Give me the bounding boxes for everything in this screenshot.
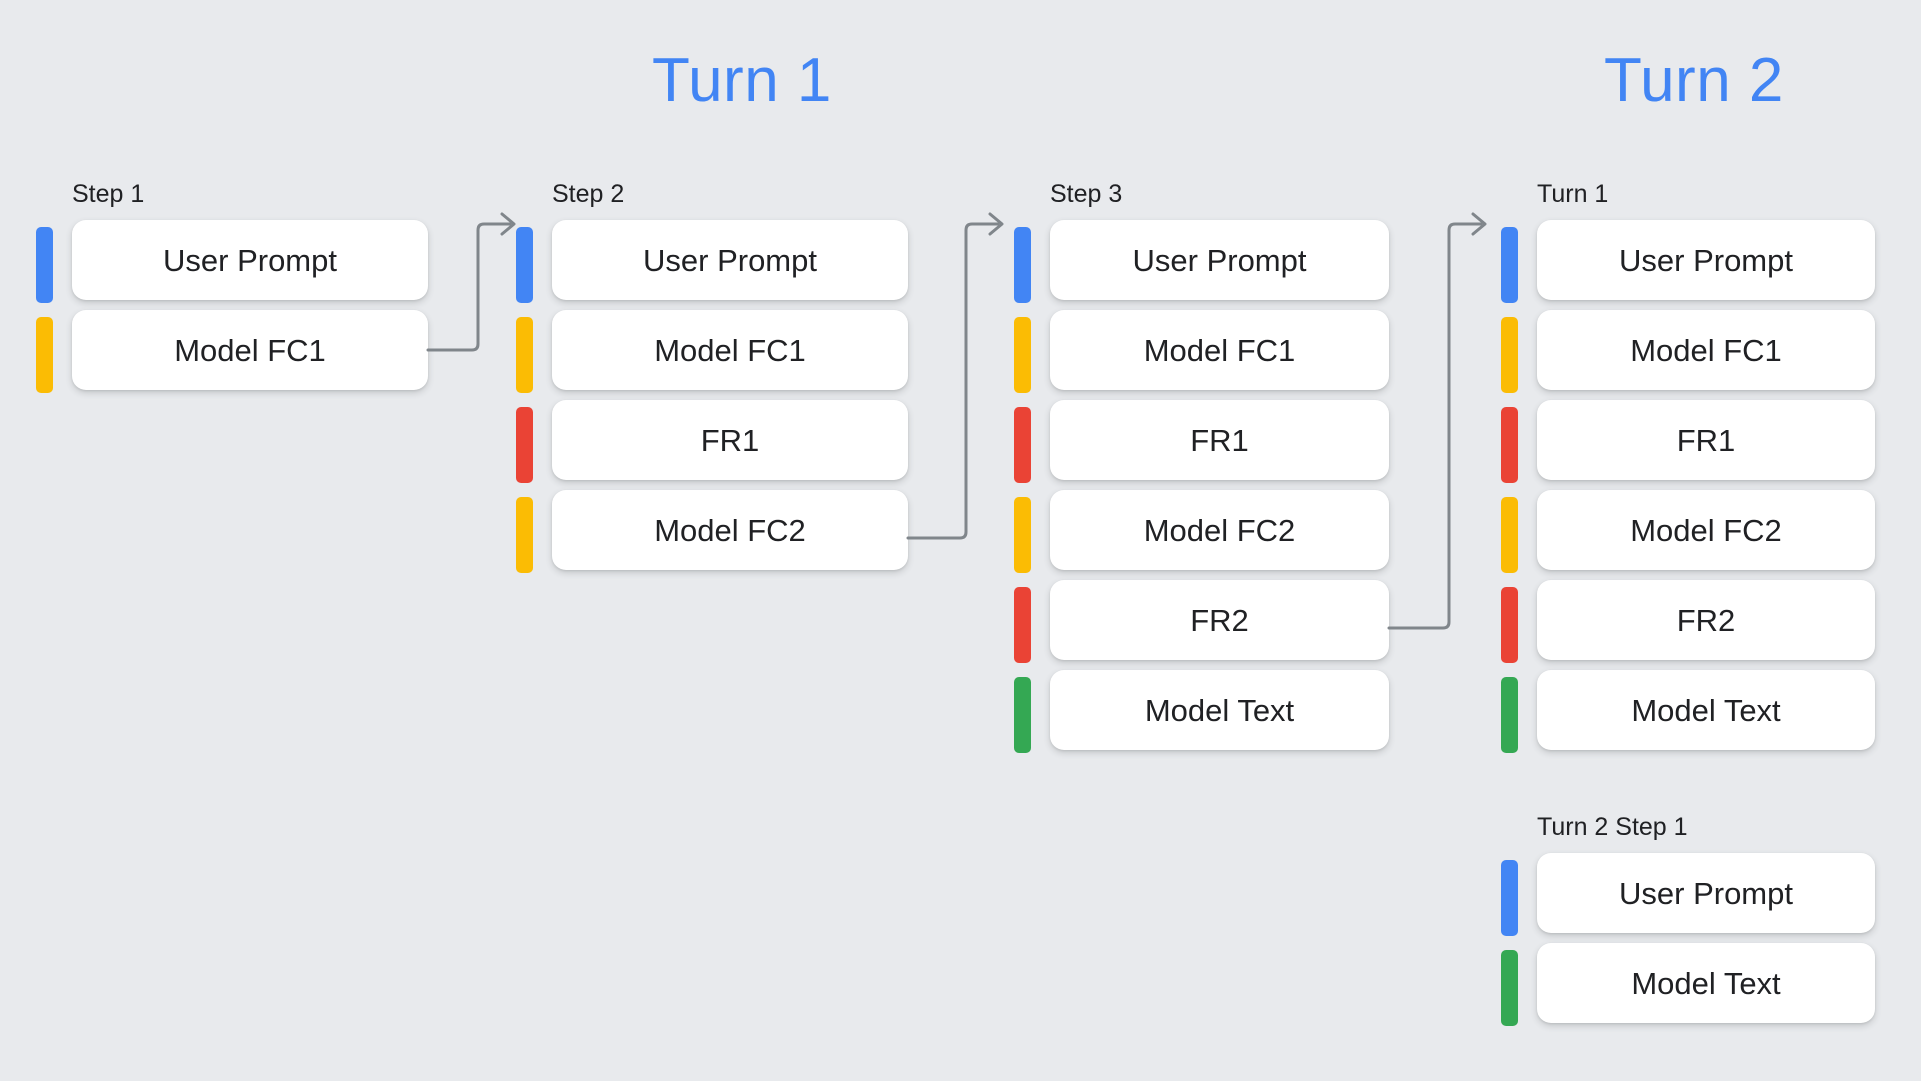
card-label: Model FC2 bbox=[1143, 512, 1296, 548]
card-user-prompt[interactable]: User Prompt bbox=[1537, 853, 1875, 933]
card-label: User Prompt bbox=[163, 242, 337, 278]
column-rows-step-3: User Prompt Model FC1 FR1 Model FC2 bbox=[1014, 220, 1389, 760]
card-model-fc1[interactable]: Model FC1 bbox=[1537, 310, 1875, 390]
column-label-step-1: Step 1 bbox=[72, 180, 145, 208]
list-item[interactable]: Model Text bbox=[1501, 670, 1875, 760]
column-rows-turn-2-step-1: User Prompt Model Text bbox=[1501, 853, 1875, 1033]
color-bar-function-response bbox=[1014, 587, 1031, 663]
card-label: FR1 bbox=[1190, 422, 1249, 458]
card-user-prompt[interactable]: User Prompt bbox=[72, 220, 428, 300]
card-fr1[interactable]: FR1 bbox=[552, 400, 908, 480]
column-label-turn-1-recap: Turn 1 bbox=[1537, 180, 1609, 208]
card-label: User Prompt bbox=[1619, 875, 1793, 911]
card-model-fc2[interactable]: Model FC2 bbox=[1050, 490, 1389, 570]
card-label: Model FC1 bbox=[174, 332, 326, 368]
list-item[interactable]: User Prompt bbox=[1501, 220, 1875, 310]
card-fr2[interactable]: FR2 bbox=[1050, 580, 1389, 660]
color-bar-user-prompt bbox=[36, 227, 53, 303]
color-bar-user-prompt bbox=[1501, 860, 1518, 936]
color-bar-model-fc bbox=[1014, 497, 1031, 573]
color-bar-user-prompt bbox=[1501, 227, 1518, 303]
list-item[interactable]: Model FC2 bbox=[1014, 490, 1389, 580]
color-bar-user-prompt bbox=[1014, 227, 1031, 303]
card-label: Model Text bbox=[1631, 692, 1781, 728]
card-label: User Prompt bbox=[643, 242, 817, 278]
color-bar-model-text bbox=[1501, 950, 1518, 1026]
column-label-turn-2-step-1: Turn 2 Step 1 bbox=[1537, 813, 1688, 841]
list-item[interactable]: Model FC1 bbox=[1014, 310, 1389, 400]
list-item[interactable]: Model FC1 bbox=[1501, 310, 1875, 400]
card-label: Model Text bbox=[1631, 965, 1781, 1001]
card-label: FR1 bbox=[1676, 422, 1736, 458]
list-item[interactable]: Model Text bbox=[1014, 670, 1389, 760]
list-item[interactable]: FR1 bbox=[1014, 400, 1389, 490]
card-label: FR2 bbox=[1676, 602, 1736, 638]
card-label: Model FC1 bbox=[1630, 332, 1782, 368]
column-label-step-3: Step 3 bbox=[1050, 180, 1123, 208]
connector-step3-to-turn1-arrow bbox=[1387, 200, 1501, 640]
column-rows-step-2: User Prompt Model FC1 FR1 Model FC2 bbox=[516, 220, 908, 580]
list-item[interactable]: Model FC1 bbox=[36, 310, 428, 400]
card-label: Model FC1 bbox=[654, 332, 806, 368]
card-model-fc1[interactable]: Model FC1 bbox=[1050, 310, 1389, 390]
card-label: FR1 bbox=[700, 422, 760, 458]
card-user-prompt[interactable]: User Prompt bbox=[552, 220, 908, 300]
list-item[interactable]: FR2 bbox=[1501, 580, 1875, 670]
color-bar-model-fc bbox=[1501, 497, 1518, 573]
card-model-fc2[interactable]: Model FC2 bbox=[1537, 490, 1875, 570]
card-label: User Prompt bbox=[1619, 242, 1793, 278]
list-item[interactable]: User Prompt bbox=[36, 220, 428, 310]
list-item[interactable]: Model FC2 bbox=[1501, 490, 1875, 580]
card-model-text[interactable]: Model Text bbox=[1537, 670, 1875, 750]
color-bar-model-fc bbox=[1501, 317, 1518, 393]
list-item[interactable]: User Prompt bbox=[1014, 220, 1389, 310]
color-bar-model-fc bbox=[1014, 317, 1031, 393]
turn-2-heading: Turn 2 bbox=[1604, 46, 1784, 115]
color-bar-function-response bbox=[516, 407, 533, 483]
card-fr2[interactable]: FR2 bbox=[1537, 580, 1875, 660]
card-label: Model FC1 bbox=[1143, 332, 1296, 368]
color-bar-model-fc bbox=[36, 317, 53, 393]
turn-1-heading: Turn 1 bbox=[652, 46, 832, 115]
color-bar-user-prompt bbox=[516, 227, 533, 303]
list-item[interactable]: Model FC1 bbox=[516, 310, 908, 400]
card-fr1[interactable]: FR1 bbox=[1537, 400, 1875, 480]
list-item[interactable]: User Prompt bbox=[516, 220, 908, 310]
card-label: Model FC2 bbox=[1630, 512, 1782, 548]
list-item[interactable]: FR1 bbox=[516, 400, 908, 490]
list-item[interactable]: Model Text bbox=[1501, 943, 1875, 1033]
list-item[interactable]: FR2 bbox=[1014, 580, 1389, 670]
card-label: FR2 bbox=[1190, 602, 1249, 638]
card-model-fc1[interactable]: Model FC1 bbox=[552, 310, 908, 390]
card-user-prompt[interactable]: User Prompt bbox=[1537, 220, 1875, 300]
color-bar-model-fc bbox=[516, 317, 533, 393]
card-fr1[interactable]: FR1 bbox=[1050, 400, 1389, 480]
color-bar-model-text bbox=[1501, 677, 1518, 753]
color-bar-function-response bbox=[1014, 407, 1031, 483]
card-model-fc1[interactable]: Model FC1 bbox=[72, 310, 428, 390]
color-bar-function-response bbox=[1501, 407, 1518, 483]
color-bar-model-text bbox=[1014, 677, 1031, 753]
connector-step2-to-step3-arrow bbox=[906, 200, 1018, 550]
list-item[interactable]: User Prompt bbox=[1501, 853, 1875, 943]
card-model-text[interactable]: Model Text bbox=[1050, 670, 1389, 750]
card-label: Model FC2 bbox=[654, 512, 806, 548]
color-bar-function-response bbox=[1501, 587, 1518, 663]
card-model-fc2[interactable]: Model FC2 bbox=[552, 490, 908, 570]
column-label-step-2: Step 2 bbox=[552, 180, 625, 208]
card-label: Model Text bbox=[1144, 692, 1295, 728]
connector-step1-to-step2-arrow bbox=[426, 200, 528, 370]
color-bar-model-fc bbox=[516, 497, 533, 573]
card-label: User Prompt bbox=[1132, 242, 1307, 278]
list-item[interactable]: FR1 bbox=[1501, 400, 1875, 490]
card-model-text[interactable]: Model Text bbox=[1537, 943, 1875, 1023]
card-user-prompt[interactable]: User Prompt bbox=[1050, 220, 1389, 300]
list-item[interactable]: Model FC2 bbox=[516, 490, 908, 580]
column-rows-step-1: User Prompt Model FC1 bbox=[36, 220, 428, 400]
column-rows-turn-1-recap: User Prompt Model FC1 FR1 Model FC2 bbox=[1501, 220, 1875, 760]
